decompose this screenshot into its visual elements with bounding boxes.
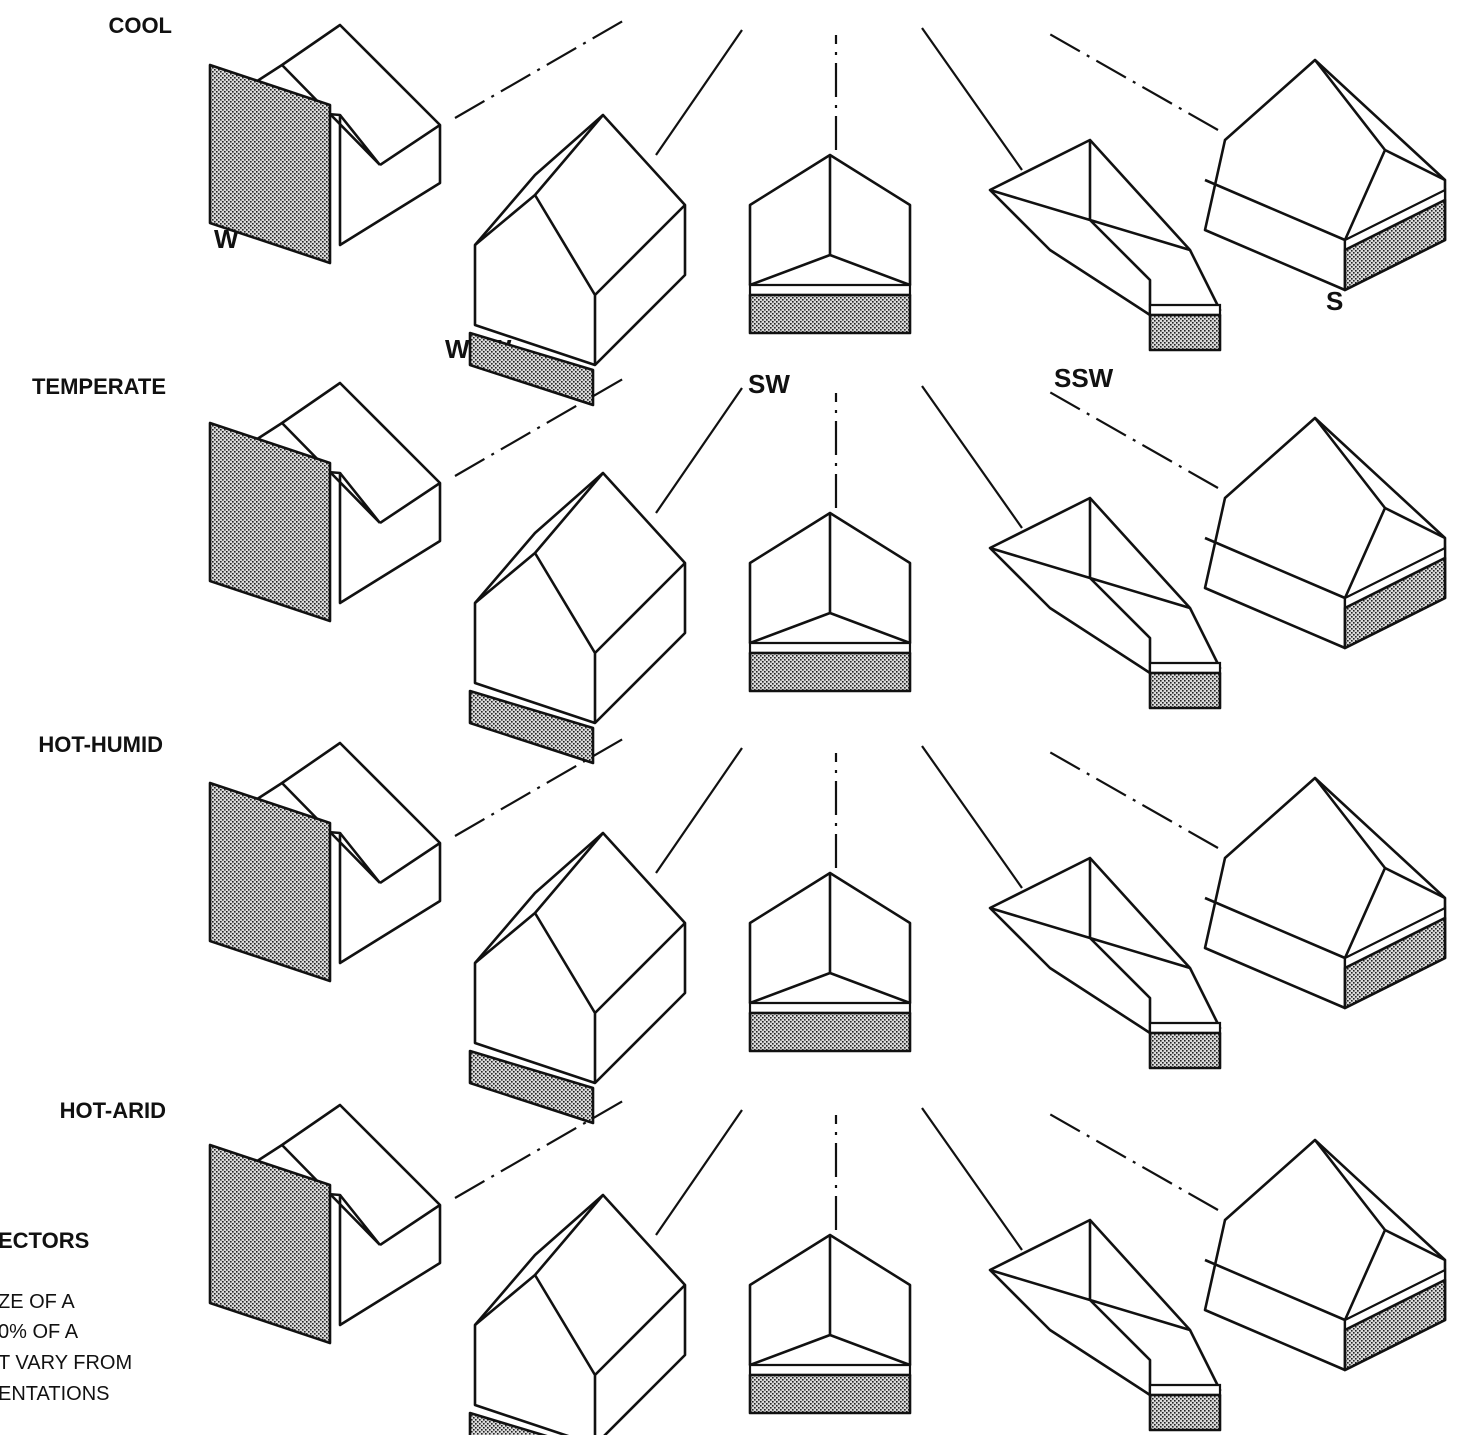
sight-line-cool-wsw [655, 29, 743, 156]
orientation-label-ssw: SSW [1054, 363, 1114, 393]
sight-line-hot-humid-w [454, 735, 629, 837]
note-line: ZE OF A [0, 1291, 75, 1313]
house-cool-s [1203, 58, 1447, 292]
note-line: T VARY FROM [0, 1352, 132, 1374]
house-temperate-wsw [468, 471, 687, 765]
house-temperate-ssw [988, 496, 1222, 710]
house-hot-arid-s [1203, 1138, 1447, 1372]
climate-label-cool: COOL [108, 13, 172, 38]
sight-line-hot-humid-ssw [921, 745, 1023, 889]
house-hot-humid-s [1203, 776, 1447, 1010]
house-hot-arid-wsw [468, 1193, 687, 1435]
house-cool-sw [748, 153, 912, 335]
note-line: ENTATIONS [0, 1383, 109, 1405]
sight-line-hot-arid-s [1045, 1111, 1219, 1211]
climate-label-temperate: TEMPERATE [32, 374, 166, 399]
note-heading: ECTORS [0, 1228, 89, 1253]
climate-label-hot-arid: HOT-ARID [60, 1098, 166, 1123]
sight-line-temperate-wsw [655, 387, 743, 514]
sight-line-cool-ssw [921, 27, 1023, 171]
sight-line-cool-s [1045, 31, 1219, 131]
sight-line-temperate-w [454, 375, 629, 477]
sight-line-hot-humid-s [1045, 749, 1219, 849]
house-hot-arid-w [208, 1103, 442, 1345]
sight-line-hot-humid-wsw [655, 747, 743, 874]
sight-lines [454, 17, 1219, 1251]
house-hot-humid-sw [748, 871, 912, 1053]
house-hot-humid-wsw [468, 831, 687, 1125]
house-hot-humid-w [208, 741, 442, 983]
orientation-label-sw: SW [748, 369, 790, 399]
orientation-label-s: S [1326, 286, 1343, 316]
sight-line-temperate-s [1045, 389, 1219, 489]
sight-line-hot-arid-wsw [655, 1109, 743, 1236]
house-models [208, 23, 1447, 1435]
house-cool-wsw [468, 113, 687, 407]
house-hot-arid-sw [748, 1233, 912, 1415]
climate-label-hot-humid: HOT-HUMID [38, 732, 163, 757]
sight-line-cool-w [454, 17, 629, 119]
note-line: 0% OF A [0, 1321, 79, 1343]
house-temperate-sw [748, 511, 912, 693]
house-hot-humid-ssw [988, 856, 1222, 1070]
house-hot-arid-ssw [988, 1218, 1222, 1432]
house-cool-w [208, 23, 442, 265]
sight-line-temperate-ssw [921, 385, 1023, 529]
house-cool-ssw [988, 138, 1222, 352]
sight-line-hot-arid-w [454, 1097, 629, 1199]
house-temperate-w [208, 381, 442, 623]
house-temperate-s [1203, 416, 1447, 650]
sight-line-hot-arid-ssw [921, 1107, 1023, 1251]
